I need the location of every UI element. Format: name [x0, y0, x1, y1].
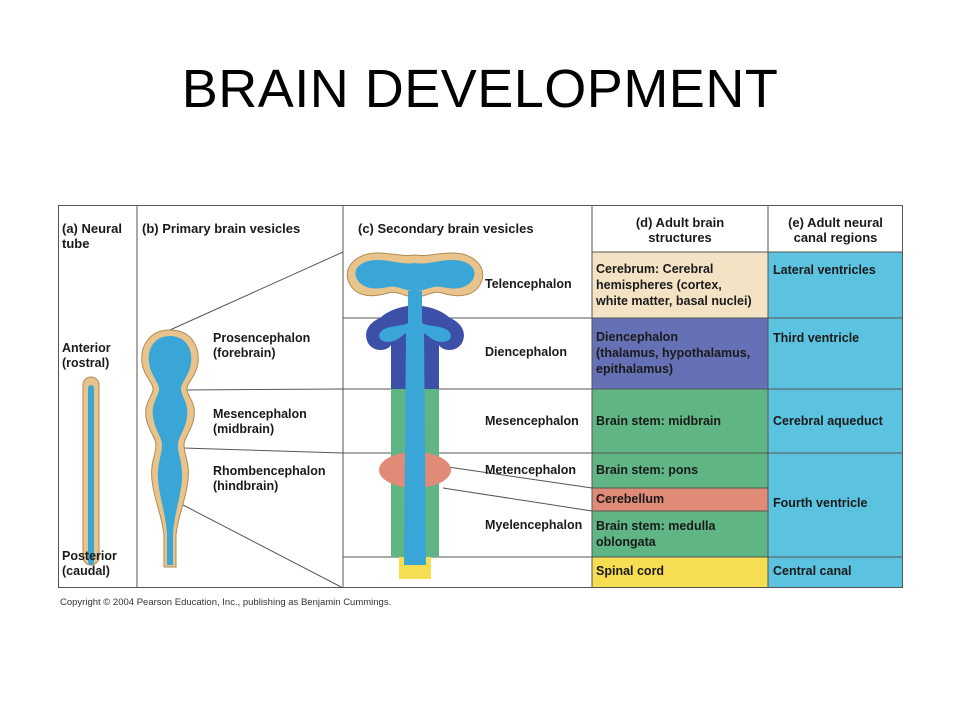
header-canal-regions: (e) Adult neural canal regions [788, 215, 883, 245]
structure-cerebellum: Cerebellum [596, 492, 665, 506]
row-telencephalon-bg [592, 252, 768, 318]
secondary-vesicles-drawing [346, 252, 484, 579]
structure-spinal-cord: Spinal cord [596, 564, 665, 578]
row-cerebellum-bg [592, 488, 768, 511]
canal-column-bg [768, 252, 903, 588]
structure-medulla: Brain stem: medulla oblongata [596, 519, 716, 549]
label-mesencephalon-secondary: Mesencephalon [485, 414, 579, 428]
label-metencephalon: Metencephalon [485, 463, 576, 477]
label-myelencephalon: Myelencephalon [485, 518, 583, 532]
canal-third-ventricle: Third ventricle [773, 331, 860, 345]
header-adult-structures: (d) Adult brain structures [635, 215, 725, 245]
brain-development-figure: (a) Neural tube (b) Primary brain vesicl… [58, 205, 903, 588]
page-title: BRAIN DEVELOPMENT [181, 59, 779, 119]
header-secondary-vesicles: (c) Secondary brain vesicles [358, 221, 534, 236]
structure-pons: Brain stem: pons [596, 463, 699, 477]
row-diencephalon-bg [592, 318, 768, 389]
header-neural-tube: (a) Neural tube [62, 221, 122, 251]
row-pons-bg [592, 453, 768, 488]
row-spinal-cord-bg [592, 557, 768, 588]
structure-midbrain: Brain stem: midbrain [596, 414, 722, 428]
neural-tube-drawing [82, 376, 100, 566]
label-prosencephalon: Prosencephalon (forebrain) [213, 331, 311, 360]
primary-vesicles-drawing [141, 329, 199, 568]
figure-drawing [58, 205, 903, 588]
label-telencephalon: Telencephalon [485, 277, 572, 291]
label-mesencephalon-primary: Mesencephalon (midbrain) [213, 407, 307, 436]
structure-cerebrum: Cerebrum: Cerebral hemispheres (cortex, … [596, 262, 752, 308]
label-anterior: Anterior (rostral) [62, 341, 111, 370]
canal-lateral-ventricles: Lateral ventricles [773, 263, 876, 277]
row-midbrain-bg [592, 389, 768, 453]
label-posterior: Posterior (caudal) [62, 549, 117, 578]
structure-diencephalon: Diencephalon (thalamus, hypothalamus, ep… [596, 330, 751, 376]
row-medulla-bg [592, 511, 768, 557]
copyright-notice: Copyright © 2004 Pearson Education, Inc.… [60, 597, 392, 608]
canal-cerebral-aqueduct: Cerebral aqueduct [773, 414, 883, 428]
label-rhombencephalon: Rhombencephalon (hindbrain) [213, 464, 326, 493]
canal-fourth-ventricle: Fourth ventricle [773, 496, 868, 510]
label-diencephalon: Diencephalon [485, 345, 567, 359]
canal-central-canal: Central canal [773, 564, 852, 578]
header-primary-vesicles: (b) Primary brain vesicles [142, 221, 301, 236]
